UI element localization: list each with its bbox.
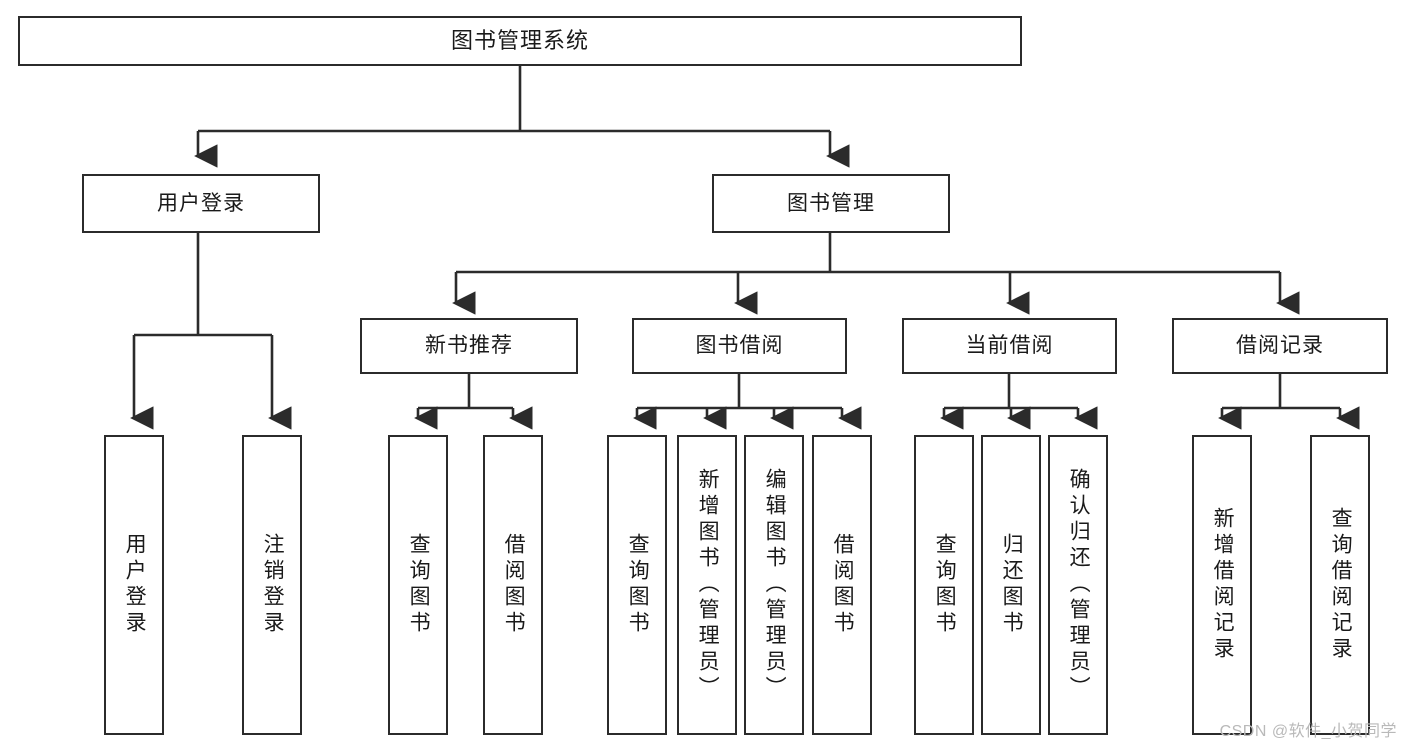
- leaf-user-logout[interactable]: 注销登录: [242, 435, 302, 735]
- leaf-borrow-book[interactable]: 借阅图书: [812, 435, 872, 735]
- node-book-borrow[interactable]: 图书借阅: [632, 318, 847, 374]
- leaf-user-login[interactable]: 用户登录: [104, 435, 164, 735]
- node-book-management[interactable]: 图书管理: [712, 174, 950, 233]
- leaf-borrow-book-recommend[interactable]: 借阅图书: [483, 435, 543, 735]
- leaf-return-book[interactable]: 归还图书: [981, 435, 1041, 735]
- leaf-query-book-borrow[interactable]: 查询图书: [607, 435, 667, 735]
- node-borrow-record[interactable]: 借阅记录: [1172, 318, 1388, 374]
- leaf-query-book-recommend[interactable]: 查询图书: [388, 435, 448, 735]
- leaf-edit-book-admin[interactable]: 编辑图书（管理员）: [744, 435, 804, 735]
- leaf-add-book-admin[interactable]: 新增图书（管理员）: [677, 435, 737, 735]
- leaf-query-book-current[interactable]: 查询图书: [914, 435, 974, 735]
- leaf-confirm-return-admin[interactable]: 确认归还（管理员）: [1048, 435, 1108, 735]
- node-user-login[interactable]: 用户登录: [82, 174, 320, 233]
- node-new-book-recommend[interactable]: 新书推荐: [360, 318, 578, 374]
- node-root-system[interactable]: 图书管理系统: [18, 16, 1022, 66]
- leaf-add-borrow-record[interactable]: 新增借阅记录: [1192, 435, 1252, 735]
- leaf-query-borrow-record[interactable]: 查询借阅记录: [1310, 435, 1370, 735]
- watermark-credit: CSDN @软件_小贺同学: [1219, 723, 1397, 740]
- node-current-borrow[interactable]: 当前借阅: [902, 318, 1117, 374]
